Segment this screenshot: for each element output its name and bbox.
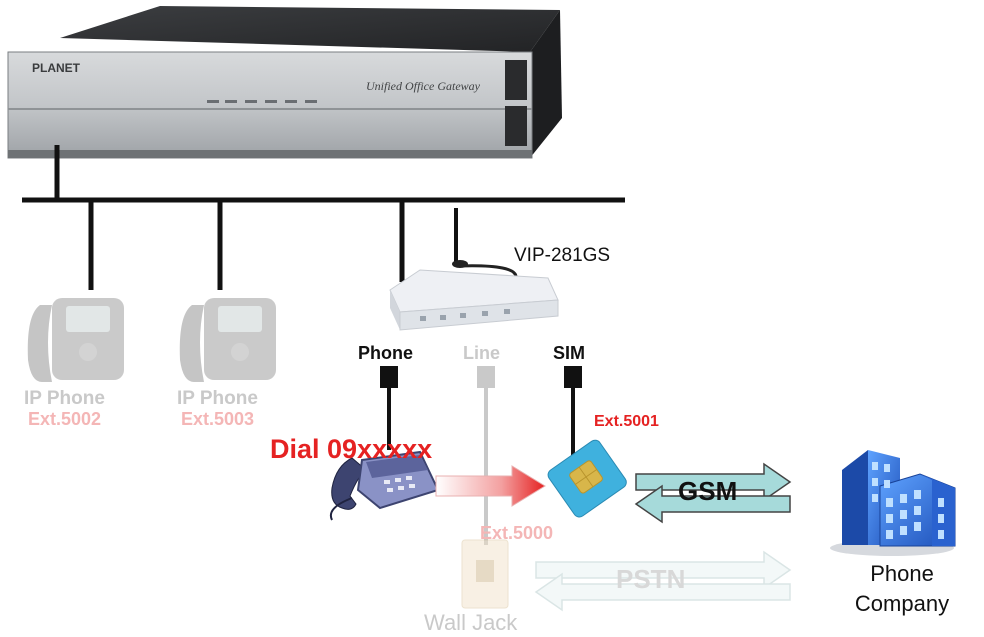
dial-instruction: Dial 09xxxxx xyxy=(270,434,433,464)
phone-port-cable xyxy=(380,366,398,450)
call-arrow xyxy=(435,465,546,507)
network-bus xyxy=(22,145,625,290)
ip-phone-label: IP Phone xyxy=(24,388,105,409)
ip-phone-ext: Ext.5003 xyxy=(181,409,255,429)
sim-extension: Ext.5001 xyxy=(594,413,659,430)
desk-phone-icon xyxy=(330,450,440,521)
ip-phone-icon xyxy=(27,298,124,382)
sim-port-cable xyxy=(564,366,582,455)
ip-phone-ext: Ext.5002 xyxy=(28,409,102,429)
phone-company-line2: Company xyxy=(854,590,950,616)
line-port-label: Line xyxy=(463,343,501,363)
gateway-model-text: Unified Office Gateway xyxy=(366,79,480,93)
line-extension: Ext.5000 xyxy=(480,523,554,543)
gsm-arrows xyxy=(634,462,792,524)
wall-jack-label: Wall Jack xyxy=(424,610,518,635)
sim-card-icon xyxy=(547,439,627,518)
ip-phone-icon xyxy=(179,298,276,382)
sim-port-label: SIM xyxy=(553,343,586,363)
pstn-label: PSTN xyxy=(616,564,686,594)
building-icon xyxy=(830,450,956,556)
gsm-label: GSM xyxy=(678,476,738,506)
line-port-cable xyxy=(477,366,495,545)
gateway-brand-logo: PLANET xyxy=(32,61,80,75)
pstn-arrows xyxy=(534,550,792,612)
gateway-device xyxy=(7,6,562,159)
phone-company-label: Phone Company xyxy=(836,559,968,618)
wall-jack-icon xyxy=(461,539,509,609)
phone-port-label: Phone xyxy=(358,343,414,363)
phone-company-line1: Phone xyxy=(870,561,934,586)
vip-device-label: VIP-281GS xyxy=(514,245,611,266)
ip-phone-label: IP Phone xyxy=(177,388,258,409)
vip-281gs-device xyxy=(389,208,559,331)
